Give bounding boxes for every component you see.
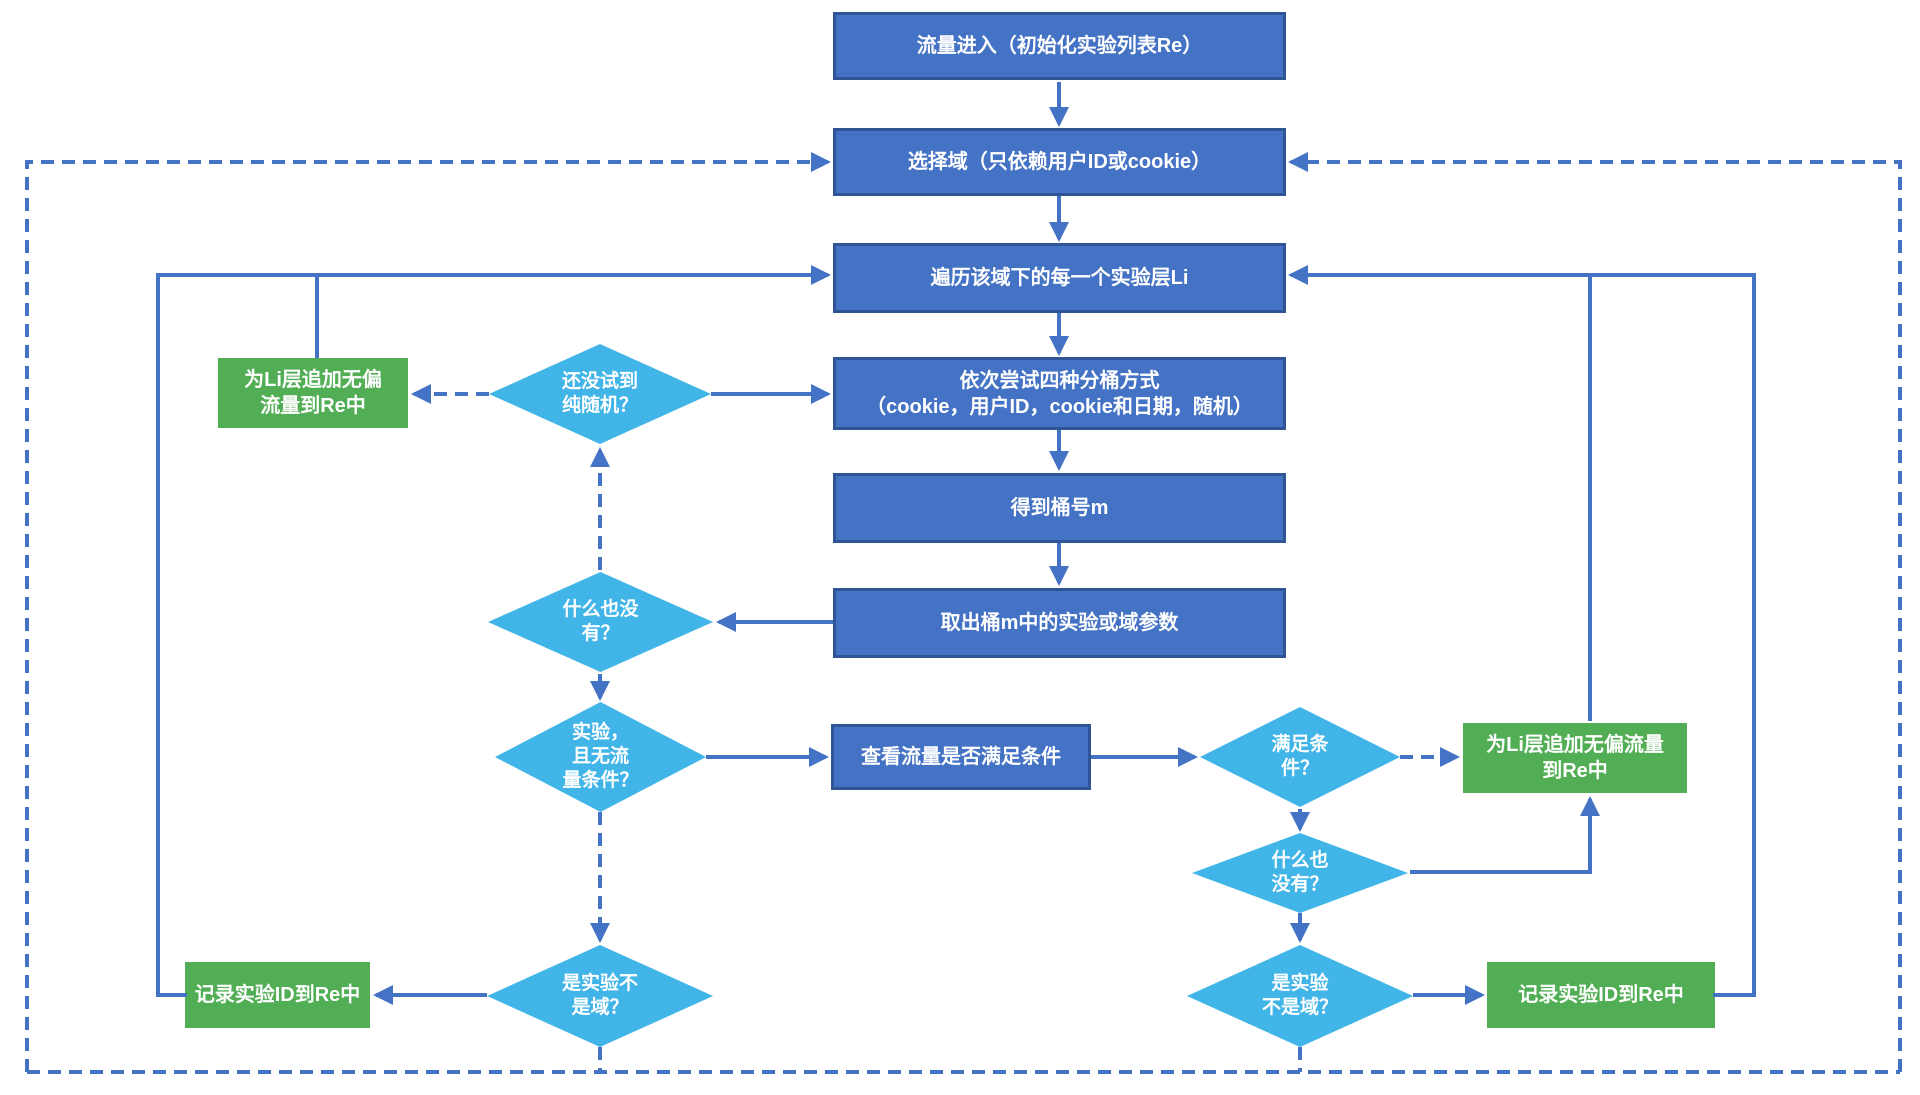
edge-nothingright-appendright bbox=[1410, 796, 1600, 874]
node-iterate-layers: 遍历该域下的每一个实验层Li bbox=[833, 243, 1286, 313]
edge-loop-right-select bbox=[1288, 152, 1902, 1072]
node-fetch-params: 取出桶m中的实验或域参数 bbox=[833, 588, 1286, 658]
node-nothing-left: 什么也没 有？ bbox=[488, 572, 713, 672]
node-meets-condition: 满足条 件？ bbox=[1200, 707, 1400, 807]
node-append-unbiased-right: 为Li层追加无偏流量 到Re中 bbox=[1463, 723, 1687, 793]
node-get-bucket: 得到桶号m bbox=[833, 473, 1286, 543]
node-record-left: 记录实验ID到Re中 bbox=[185, 962, 370, 1028]
node-start: 流量进入（初始化实验列表Re） bbox=[833, 12, 1286, 80]
node-append-unbiased-left: 为Li层追加无偏 流量到Re中 bbox=[218, 358, 408, 428]
node-exp-no-condition: 实验， 且无流 量条件？ bbox=[495, 702, 706, 812]
node-check-traffic: 查看流量是否满足条件 bbox=[831, 724, 1091, 790]
node-is-exp-right: 是实验 不是域？ bbox=[1187, 945, 1413, 1047]
node-try-bucketing: 依次尝试四种分桶方式 （cookie，用户ID，cookie和日期，随机） bbox=[833, 357, 1286, 430]
edge-loop-left-select bbox=[25, 152, 831, 1072]
node-not-tried-random: 还没试到 纯随机？ bbox=[489, 344, 711, 444]
node-select-domain: 选择域（只依赖用户ID或cookie） bbox=[833, 128, 1286, 196]
node-is-exp-left: 是实验不 是域？ bbox=[487, 945, 713, 1047]
node-record-right: 记录实验ID到Re中 bbox=[1487, 962, 1715, 1028]
node-nothing-right: 什么也 没有？ bbox=[1192, 833, 1408, 913]
